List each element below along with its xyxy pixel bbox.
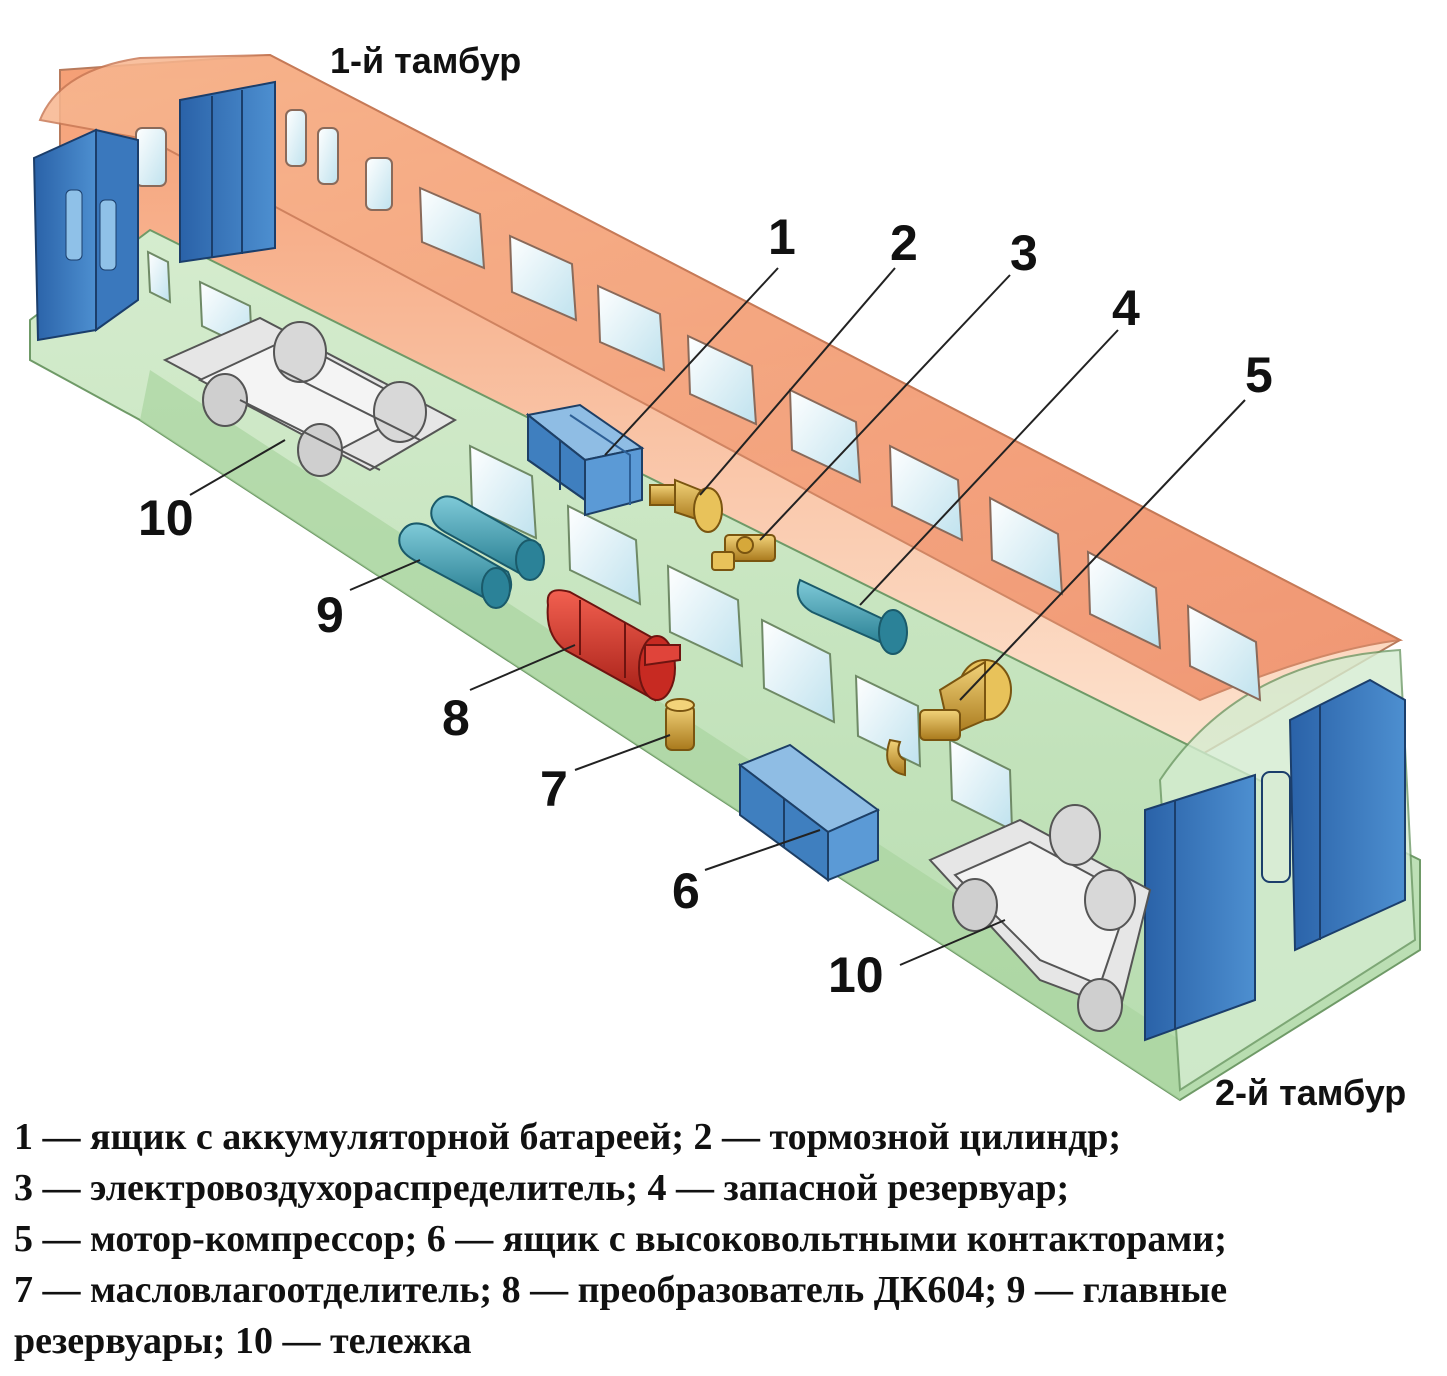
callout-7: 7 <box>540 761 568 817</box>
bogie-2 <box>928 804 1152 1032</box>
callout-10-bogie-1: 10 <box>138 490 194 546</box>
door-window <box>99 199 117 271</box>
bogie-1 <box>162 316 458 477</box>
callout-2: 2 <box>890 215 918 271</box>
window <box>317 127 339 185</box>
leader-lines <box>189 267 1246 966</box>
contactor-box <box>737 743 880 882</box>
distributor <box>711 534 776 571</box>
oil-separator <box>665 698 695 751</box>
window <box>666 564 744 668</box>
railcar-diagram: 1 2 3 4 5 6 7 8 9 10 10 1-й тамбур 2-й т… <box>29 40 1421 1113</box>
window <box>1086 550 1162 650</box>
window <box>468 444 538 540</box>
upper-windows <box>135 109 1262 702</box>
door-panel <box>32 128 97 342</box>
callout-4: 4 <box>1112 280 1140 336</box>
door-panel <box>1288 678 1406 952</box>
legend-line: 1 — ящик с аккумуляторной батареей; 2 — … <box>14 1116 1122 1158</box>
main-reservoirs <box>398 495 545 609</box>
brake-cylinder <box>649 478 723 533</box>
window <box>854 674 922 768</box>
heading-vestibule-1: 1-й тамбур <box>330 40 521 81</box>
door-window <box>65 189 83 261</box>
callout-5: 5 <box>1245 347 1273 403</box>
window <box>146 250 172 304</box>
door-window <box>1261 771 1291 883</box>
converter <box>546 589 681 702</box>
lower-windows <box>146 250 1014 832</box>
window <box>135 127 167 187</box>
window <box>788 388 862 484</box>
legend-line: резервуары; 10 — тележка <box>14 1320 472 1362</box>
door-panel <box>1144 773 1256 1042</box>
vestibule-1-doors <box>32 80 276 342</box>
callout-1: 1 <box>768 209 796 265</box>
window <box>686 334 758 426</box>
callout-10-bogie-2: 10 <box>828 947 884 1003</box>
legend-line: 5 — мотор-компрессор; 6 — ящик с высоков… <box>14 1218 1227 1260</box>
cabinet <box>179 80 276 264</box>
callout-9: 9 <box>316 587 344 643</box>
window <box>285 109 307 167</box>
auxiliary-reservoir <box>796 578 908 655</box>
legend-line: 7 — масловлагоотделитель; 8 — преобразов… <box>14 1269 1228 1311</box>
window <box>365 157 393 211</box>
battery-box <box>525 403 645 517</box>
window <box>760 618 836 724</box>
window <box>418 186 486 270</box>
window <box>1186 604 1262 702</box>
callout-6: 6 <box>672 863 700 919</box>
side-skirt <box>140 370 1180 1100</box>
door-panel <box>95 128 139 332</box>
window <box>596 284 666 372</box>
callout-8: 8 <box>442 690 470 746</box>
window <box>566 504 642 606</box>
callout-3: 3 <box>1010 225 1038 281</box>
vestibule-2-doors <box>1144 678 1406 1042</box>
window <box>508 234 578 322</box>
heading-vestibule-2: 2-й тамбур <box>1215 1072 1406 1113</box>
legend-line: 3 — электровоздухораспределитель; 4 — за… <box>14 1167 1070 1209</box>
legend: 1 — ящик с аккумуляторной батареей; 2 — … <box>14 1112 1434 1367</box>
